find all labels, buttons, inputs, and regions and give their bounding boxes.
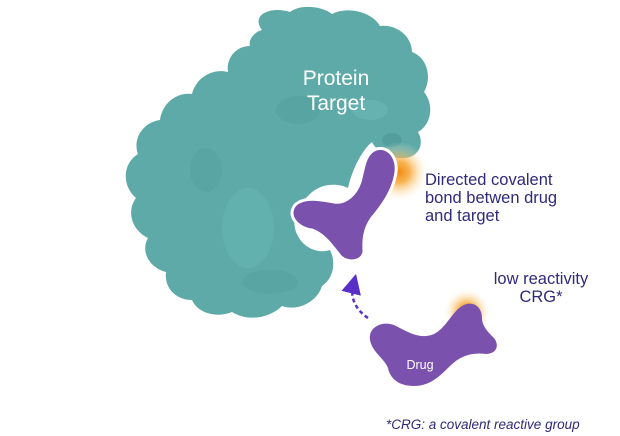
binding-arrow (341, 273, 369, 320)
free-drug-shape (369, 303, 497, 386)
protein-label-line2: Target (306, 92, 366, 116)
crg-annotation: low reactivity CRG* (486, 270, 596, 307)
crg-annotation-line1: low reactivity (493, 270, 589, 288)
crg-annotation-line2: CRG* (519, 287, 563, 306)
protein-label-line1: Protein (302, 67, 370, 90)
bonded-drug-shape (290, 147, 398, 263)
protein-target-label: Protein Target (286, 66, 386, 116)
footnote: *CRG: a covalent reactive group (386, 417, 580, 432)
bond-annotation: Directed covalent bond betwen drug and t… (425, 171, 558, 225)
drug-label: Drug (406, 358, 434, 372)
